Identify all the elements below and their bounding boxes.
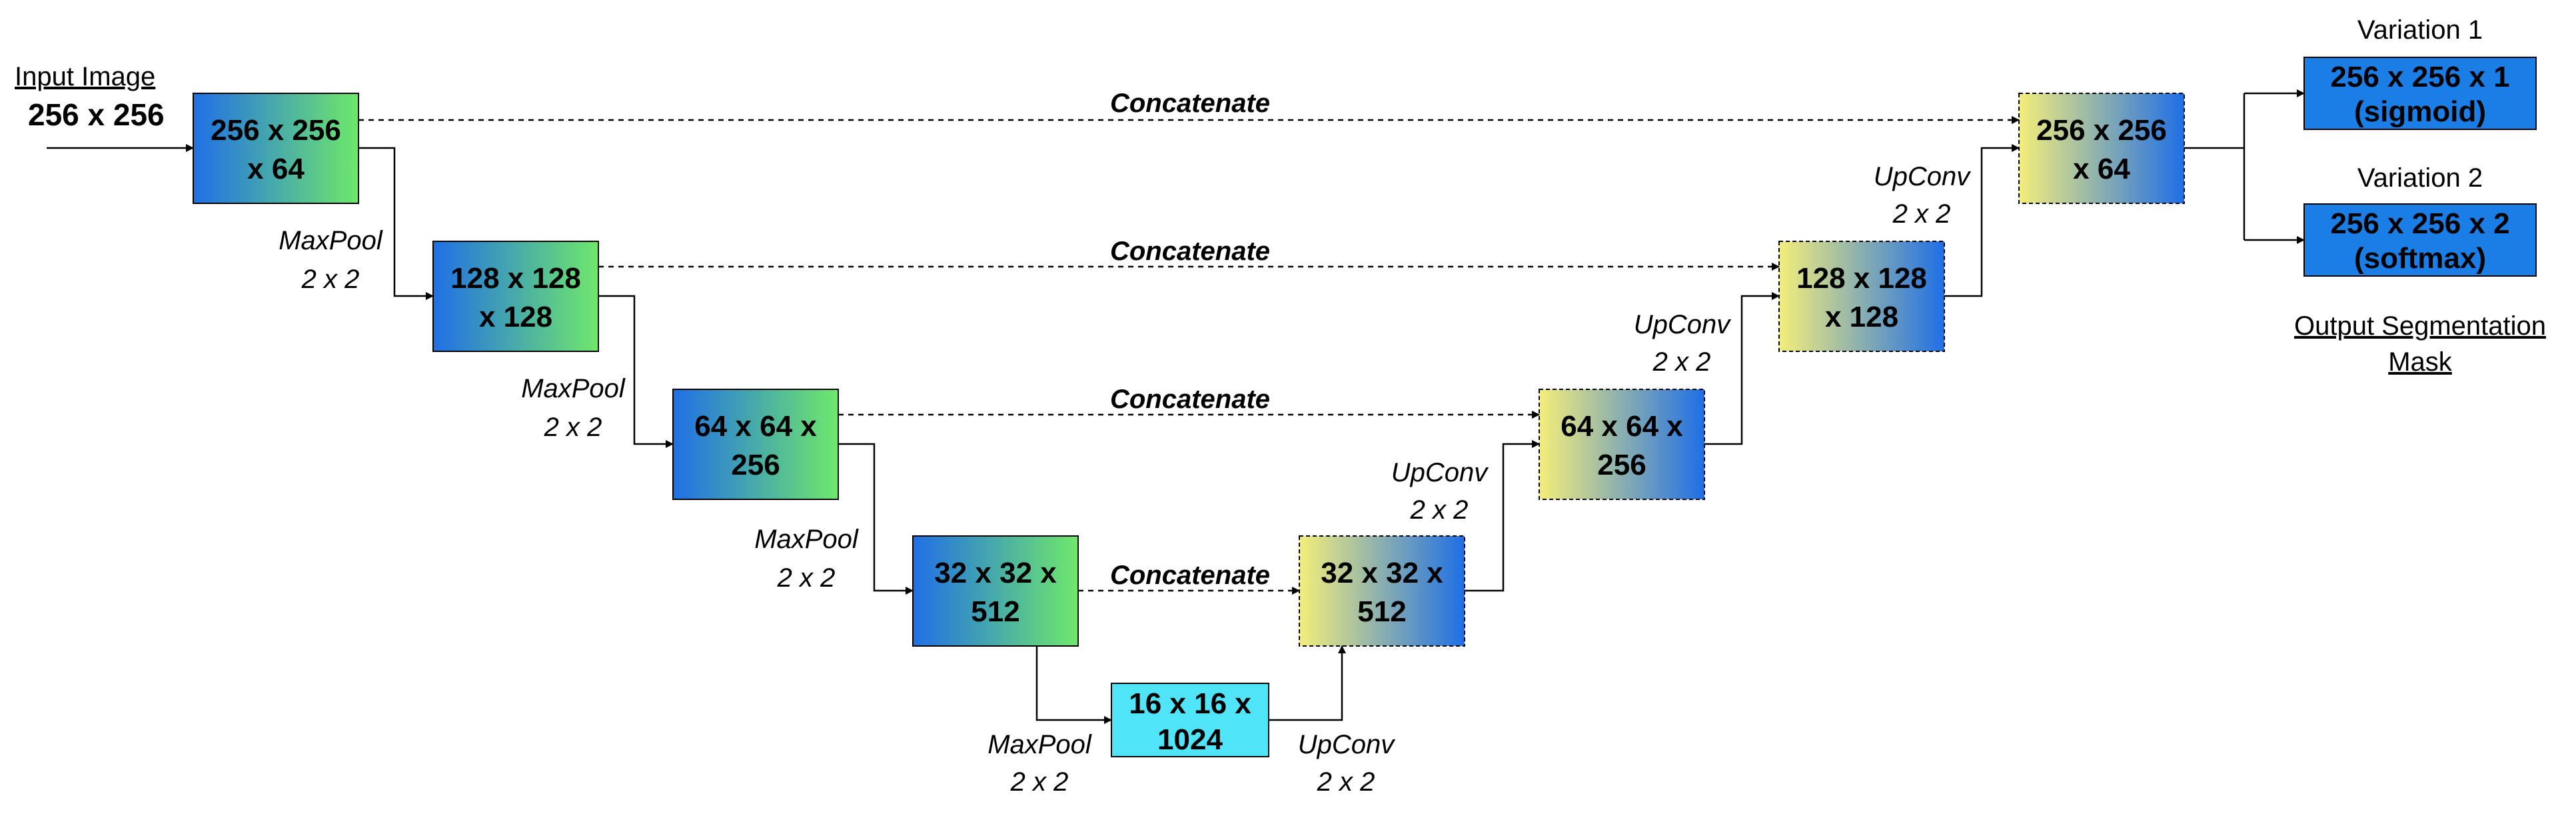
encoder-block-1: 256 x 256 x 64 bbox=[193, 93, 359, 204]
upconv-connector-1 bbox=[1269, 645, 1346, 721]
upconv-label-4: UpConv bbox=[1874, 162, 1972, 191]
output-block-2: 256 x 256 x 2 (softmax) bbox=[2303, 203, 2537, 277]
output-block-1: 256 x 256 x 1 (sigmoid) bbox=[2303, 57, 2537, 130]
decoder-block-2-line2: 256 bbox=[1597, 449, 1646, 481]
encoder-block-4-line2: 512 bbox=[971, 595, 1019, 628]
maxpool-label-1: MaxPool bbox=[279, 226, 383, 255]
bottleneck-line1: 16 x 16 x bbox=[1129, 687, 1251, 720]
encoder-block-1-line2: x 64 bbox=[247, 153, 305, 185]
concatenate-label-3: Concatenate bbox=[1110, 385, 1270, 414]
maxpool-connector-4 bbox=[1035, 646, 1112, 724]
decoder-block-1: 32 x 32 x 512 bbox=[1299, 535, 1465, 647]
concatenate-label-2: Concatenate bbox=[1110, 237, 1270, 266]
upconv-kernel-3: 2 x 2 bbox=[1652, 347, 1711, 377]
upconv-connector-2 bbox=[1465, 440, 1540, 592]
concatenate-label-4: Concatenate bbox=[1110, 561, 1270, 590]
encoder-block-1-line1: 256 x 256 bbox=[211, 114, 341, 147]
maxpool-kernel-4: 2 x 2 bbox=[1010, 767, 1069, 797]
variation-1-title: Variation 1 bbox=[2357, 15, 2483, 45]
maxpool-kernel-2: 2 x 2 bbox=[544, 413, 602, 442]
input-size-label: 256 x 256 bbox=[28, 97, 165, 132]
upconv-label-2: UpConv bbox=[1391, 458, 1489, 487]
maxpool-label-3: MaxPool bbox=[754, 525, 859, 554]
upconv-kernel-1: 2 x 2 bbox=[1317, 767, 1375, 797]
maxpool-connector-2 bbox=[598, 295, 674, 448]
decoder-block-1-line1: 32 x 32 x bbox=[1321, 557, 1443, 589]
encoder-block-2-line2: x 128 bbox=[479, 301, 552, 333]
decoder-block-3-line2: x 128 bbox=[1825, 301, 1898, 333]
decoder-block-3-line1: 128 x 128 bbox=[1796, 262, 1927, 295]
variation-2-title: Variation 2 bbox=[2357, 163, 2483, 193]
maxpool-connector-3 bbox=[838, 443, 914, 595]
upconv-connector-3 bbox=[1704, 292, 1780, 445]
bottleneck-line2: 1024 bbox=[1157, 723, 1223, 756]
maxpool-label-2: MaxPool bbox=[521, 374, 626, 403]
decoder-block-4: 256 x 256 x 64 bbox=[2018, 93, 2185, 204]
upconv-label-1: UpConv bbox=[1298, 730, 1396, 759]
upconv-label-3: UpConv bbox=[1634, 310, 1732, 339]
decoder-block-2-line1: 64 x 64 x bbox=[1561, 410, 1683, 443]
decoder-block-4-line1: 256 x 256 bbox=[2036, 114, 2167, 147]
encoder-block-4-line1: 32 x 32 x bbox=[934, 557, 1057, 589]
maxpool-connector-1 bbox=[358, 147, 434, 300]
output-block-2-line1: 256 x 256 x 2 bbox=[2330, 207, 2509, 240]
output-block-1-line1: 256 x 256 x 1 bbox=[2330, 61, 2509, 93]
decoder-block-3: 128 x 128 x 128 bbox=[1778, 241, 1945, 352]
upconv-kernel-4: 2 x 2 bbox=[1892, 199, 1951, 229]
maxpool-kernel-1: 2 x 2 bbox=[301, 265, 360, 294]
output-caption-line2: Mask bbox=[2388, 347, 2453, 377]
decoder-block-4-line2: x 64 bbox=[2073, 153, 2130, 185]
encoder-block-3-line2: 256 bbox=[731, 449, 780, 481]
input-image-label: Input Image bbox=[15, 62, 155, 91]
upconv-connector-4 bbox=[1944, 144, 2020, 297]
maxpool-kernel-3: 2 x 2 bbox=[777, 563, 836, 593]
output-block-2-line2: (softmax) bbox=[2354, 242, 2486, 275]
maxpool-label-4: MaxPool bbox=[987, 730, 1092, 759]
concatenate-label-1: Concatenate bbox=[1110, 89, 1270, 118]
output-caption-line1: Output Segmentation bbox=[2294, 311, 2546, 341]
upconv-kernel-2: 2 x 2 bbox=[1410, 495, 1469, 525]
encoder-block-2: 128 x 128 x 128 bbox=[432, 241, 599, 352]
encoder-block-3-line1: 64 x 64 x bbox=[694, 410, 817, 443]
encoder-block-4: 32 x 32 x 512 bbox=[912, 535, 1079, 647]
decoder-block-2: 64 x 64 x 256 bbox=[1539, 389, 1705, 500]
encoder-block-2-line1: 128 x 128 bbox=[450, 262, 581, 295]
output-block-1-line2: (sigmoid) bbox=[2354, 95, 2486, 128]
bottleneck-block: 16 x 16 x 1024 bbox=[1111, 683, 1269, 757]
encoder-block-3: 64 x 64 x 256 bbox=[672, 389, 839, 500]
decoder-block-1-line2: 512 bbox=[1357, 595, 1406, 628]
